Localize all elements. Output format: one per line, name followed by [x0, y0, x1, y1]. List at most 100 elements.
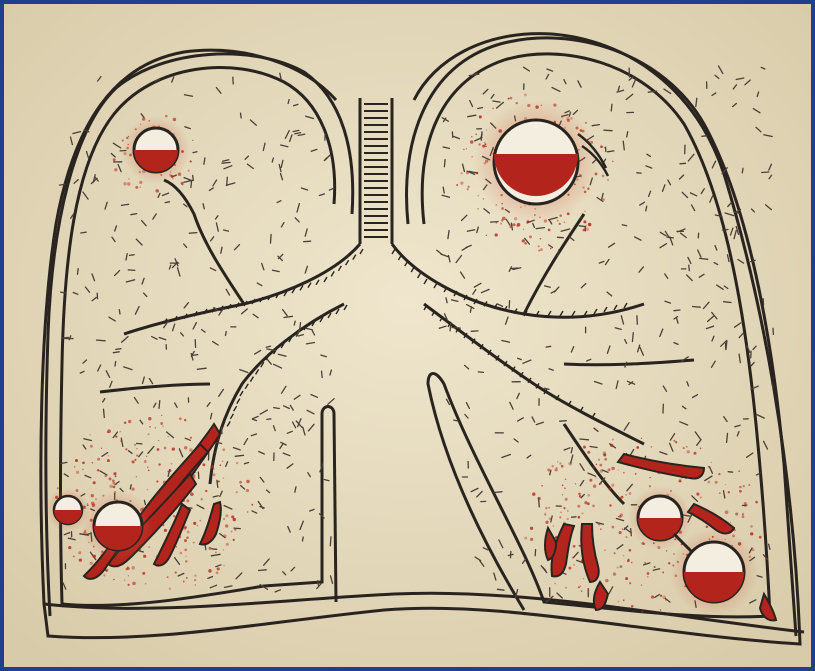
texture-dash: [226, 332, 227, 336]
blood-dot: [559, 462, 561, 464]
texture-dash: [702, 136, 706, 137]
blood-dot: [186, 577, 188, 579]
blood-dot: [164, 529, 167, 532]
blood-dot: [647, 572, 650, 575]
blood-dot: [186, 499, 189, 502]
blood-dot: [236, 491, 238, 493]
blood-dot: [128, 584, 130, 586]
blood-dot: [523, 229, 524, 230]
blood-dot: [82, 461, 85, 464]
texture-dash: [241, 113, 242, 118]
blood-dot: [559, 516, 561, 518]
blood-dot: [629, 582, 631, 584]
blood-dot: [584, 211, 585, 212]
blood-dot: [628, 559, 630, 561]
blood-dot: [466, 148, 467, 149]
texture-dash: [322, 371, 323, 377]
texture-dash: [193, 175, 194, 180]
blood-dot: [79, 558, 82, 561]
blood-dot: [739, 486, 742, 489]
texture-dash: [560, 421, 567, 422]
blood-dot: [612, 161, 614, 163]
texture-dash: [130, 485, 131, 489]
blood-dot: [568, 567, 571, 570]
blood-dot: [617, 567, 619, 569]
blood-dot: [577, 505, 580, 508]
blood-dot: [466, 171, 469, 174]
blood-dot: [201, 498, 203, 500]
blood-dot: [215, 452, 217, 454]
blood-dot: [208, 569, 211, 572]
blood-dot: [549, 517, 552, 520]
cavity-left-upper: [122, 116, 190, 184]
blood-dot: [217, 480, 219, 482]
blood-dot: [131, 487, 134, 490]
texture-dash: [693, 307, 701, 308]
blood-dot: [135, 186, 138, 189]
blood-dot: [222, 461, 223, 462]
blood-dot: [573, 564, 575, 566]
blood-dot: [696, 493, 699, 496]
texture-dash: [579, 226, 585, 227]
blood-dot: [718, 473, 720, 475]
blood-dot: [557, 461, 559, 463]
blood-dot: [644, 562, 646, 564]
blood-dot: [568, 462, 572, 466]
blood-dot: [578, 493, 581, 496]
blood-dot: [231, 531, 233, 533]
blood-dot: [565, 498, 568, 501]
blood-dot: [136, 455, 138, 457]
blood-dot: [492, 108, 493, 109]
blood-dot: [609, 504, 611, 506]
blood-dot: [604, 458, 607, 461]
blood-dot: [613, 572, 616, 575]
blood-dot: [744, 502, 747, 505]
blood-dot: [560, 512, 562, 514]
blood-dot: [738, 470, 740, 472]
blood-dot: [155, 427, 156, 428]
blood-dot: [131, 566, 134, 569]
blood-dot: [90, 434, 91, 435]
blood-dot: [708, 466, 710, 468]
blood-dot: [548, 507, 550, 509]
texture-dash: [727, 433, 728, 442]
texture-dash: [274, 408, 280, 409]
blood-dot: [93, 481, 96, 484]
blood-dot: [120, 431, 122, 433]
blood-dot: [78, 551, 81, 554]
blood-dot: [608, 487, 611, 490]
blood-dot: [92, 462, 93, 463]
blood-dot: [673, 440, 675, 442]
blood-dot: [477, 208, 478, 209]
texture-dash: [266, 346, 270, 347]
blood-dot: [148, 417, 151, 420]
blood-dot: [559, 237, 560, 238]
blood-dot: [156, 480, 158, 482]
texture-dash: [104, 409, 105, 417]
blood-dot: [545, 513, 546, 514]
blood-dot: [113, 472, 116, 475]
blood-dot: [142, 572, 145, 575]
blood-dot: [246, 480, 249, 483]
blood-dot: [164, 447, 167, 450]
blood-dot: [592, 505, 595, 508]
blood-dot: [246, 489, 249, 492]
blood-dot: [223, 565, 224, 566]
blood-dot: [223, 518, 225, 520]
texture-dash: [698, 233, 699, 238]
blood-dot: [593, 485, 596, 488]
texture-dash: [191, 181, 192, 187]
blood-dot: [185, 560, 188, 563]
blood-dot: [112, 479, 115, 482]
blood-dot: [538, 497, 541, 500]
blood-dot: [595, 477, 596, 478]
blood-dot: [607, 179, 609, 181]
blood-dot: [186, 536, 189, 539]
blood-dot: [251, 504, 253, 506]
blood-dot: [552, 525, 554, 527]
blood-dot: [134, 444, 136, 446]
blood-dot: [128, 575, 129, 576]
texture-dash: [300, 323, 301, 331]
blood-dot: [148, 546, 150, 548]
blood-dot: [623, 599, 625, 601]
